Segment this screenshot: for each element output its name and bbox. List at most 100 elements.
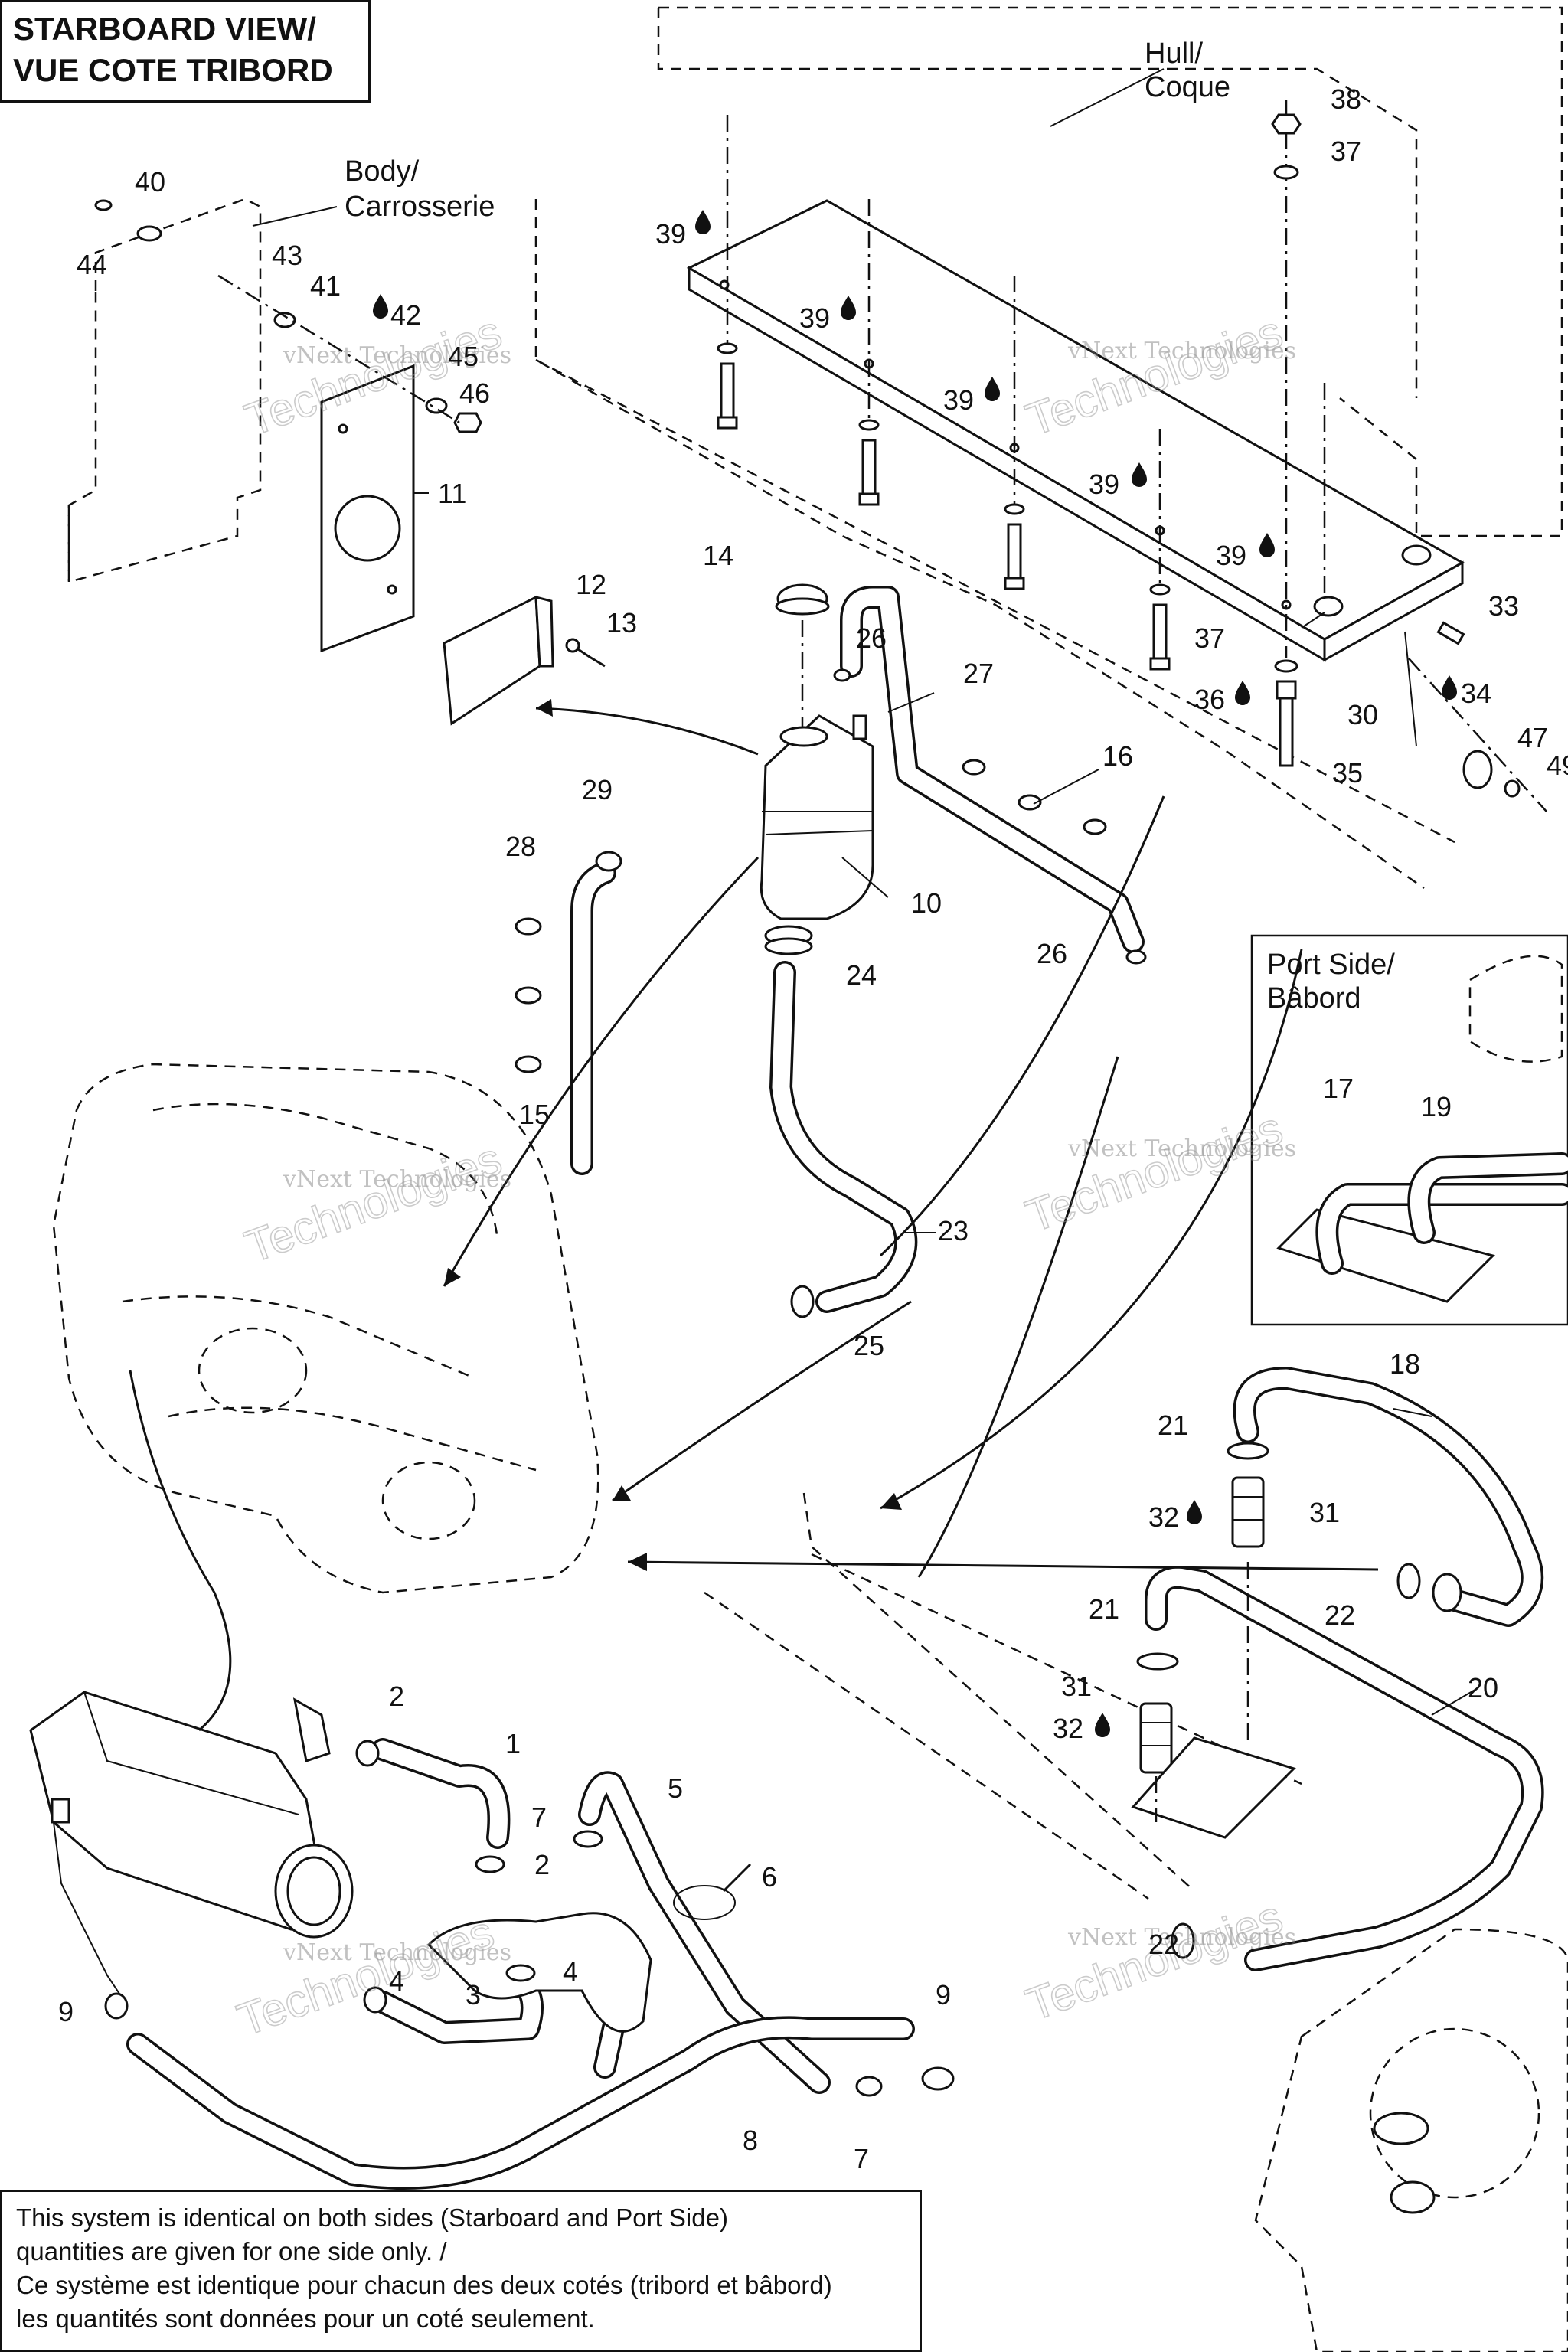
callout-10: 10 (911, 887, 942, 919)
callout-2: 2 (389, 1681, 404, 1712)
callout-7: 7 (854, 2143, 869, 2174)
watermark-text: vNext Technologies (283, 1166, 511, 1193)
callout-9: 9 (58, 1996, 74, 2027)
view-title-fr: VUE COTE TRIBORD (13, 52, 333, 88)
callout-1: 1 (505, 1728, 521, 1759)
callout-7: 7 (531, 1802, 547, 1833)
callout-22: 22 (1148, 1929, 1179, 1960)
watermark-text: vNext Technologies (283, 342, 511, 369)
callout-18: 18 (1390, 1348, 1420, 1380)
callout-46: 46 (459, 377, 490, 409)
clamps-21-22 (1136, 1442, 1462, 1959)
watermark-outline: Technologies (1020, 1102, 1289, 1242)
floor-outline (704, 1492, 1302, 1900)
liquid-drop-icon (985, 377, 1000, 401)
engine-block (52, 1063, 599, 1594)
callouts: 38 37 39 39 39 39 39 33 37 34 36 30 35 4… (58, 83, 1568, 2174)
liquid-drop-icon (1259, 533, 1275, 557)
callout-25: 25 (854, 1330, 884, 1361)
callout-12: 12 (576, 569, 606, 600)
callout-42: 42 (390, 299, 421, 331)
bracket-11 (320, 364, 415, 653)
callout-40: 40 (135, 166, 165, 198)
bracket-12 (443, 595, 554, 726)
watermark-outline: Technologies (239, 1132, 508, 1272)
liquid-drop-icon (1442, 675, 1457, 700)
callout-39: 39 (799, 302, 830, 334)
callout-14: 14 (703, 540, 733, 571)
clamp-29 (595, 851, 622, 872)
callout-34: 34 (1461, 678, 1491, 709)
callout-9: 9 (936, 1979, 951, 2011)
body-panel-outline (67, 198, 262, 583)
callout-39: 39 (655, 218, 686, 250)
label-body-fr: Carrosserie (345, 191, 495, 223)
note-line-1: This system is identical on both sides (… (16, 2203, 728, 2232)
leader-lines (252, 68, 1478, 1716)
label-hull-en: Hull/ (1145, 38, 1203, 70)
flow-arrows (129, 699, 1379, 1732)
callout-13: 13 (606, 607, 637, 639)
watermark-text: vNext Technologies (283, 1939, 511, 1966)
port-side-inset (1250, 934, 1568, 1326)
exhaust-manifold (29, 1690, 354, 1999)
label-hull-fr: Coque (1145, 71, 1230, 103)
callout-20: 20 (1468, 1672, 1498, 1704)
elbow-fitting (292, 1697, 331, 1762)
fittings-31 (1139, 1476, 1265, 1774)
callout-26: 26 (856, 622, 887, 654)
clamps-26 (833, 668, 1147, 965)
callout-15: 15 (519, 1099, 550, 1130)
callout-26: 26 (1037, 938, 1067, 969)
reservoir-10 (760, 714, 874, 920)
callout-21: 21 (1158, 1410, 1188, 1441)
callout-19: 19 (1421, 1091, 1452, 1122)
liquid-drop-icon (1235, 681, 1250, 705)
callout-29: 29 (582, 774, 612, 805)
callout-31: 31 (1061, 1671, 1092, 1702)
clamp-25 (790, 1285, 815, 1318)
liquid-drop-icon (841, 296, 856, 320)
view-title-box: STARBOARD VIEW/ VUE COTE TRIBORD (0, 0, 371, 103)
callout-35: 35 (1332, 757, 1363, 789)
clips-16 (962, 759, 1107, 835)
note-line-4: les quantités sont données pour un coté … (16, 2305, 595, 2333)
jet-pump-housing (1254, 1928, 1568, 2352)
watermark-text: vNext Technologies (1067, 1924, 1296, 1951)
clips-15 (514, 917, 542, 1073)
callout-38: 38 (1331, 83, 1361, 115)
callout-11: 11 (438, 478, 466, 509)
callout-24: 24 (846, 959, 877, 991)
note-line-3: Ce système est identique pour chacun des… (16, 2271, 832, 2299)
callout-33: 33 (1488, 590, 1519, 622)
label-body-en: Body/ (345, 155, 420, 188)
hardware-40-46 (94, 199, 482, 433)
callout-39: 39 (1216, 540, 1246, 571)
nut-38-washer-37 (1271, 113, 1302, 180)
floor-plate (1131, 1562, 1296, 1839)
callout-4: 4 (563, 1956, 578, 1988)
watermark-text: vNext Technologies (1067, 338, 1296, 364)
liquid-drop-icon (1187, 1500, 1202, 1524)
liquid-drop-icon (373, 294, 388, 318)
callout-27: 27 (963, 658, 994, 689)
spacer-47 (1408, 658, 1547, 812)
mounting-plate-30 (686, 199, 1465, 662)
liquid-drop-icon (695, 210, 710, 234)
callout-44: 44 (77, 249, 107, 280)
callout-31: 31 (1309, 1497, 1340, 1528)
callout-16: 16 (1102, 740, 1133, 772)
callout-49: 49 (1547, 750, 1568, 781)
callout-2: 2 (534, 1849, 550, 1880)
clamp-24 (764, 925, 813, 956)
note-line-2: quantities are given for one side only. … (16, 2237, 447, 2265)
liquid-drop-icon (1095, 1713, 1110, 1737)
callout-22: 22 (1325, 1599, 1355, 1631)
callout-30: 30 (1348, 699, 1378, 730)
callout-41: 41 (310, 270, 341, 302)
callout-32: 32 (1053, 1713, 1083, 1744)
hull-outline (534, 6, 1563, 890)
clip-13 (565, 638, 606, 668)
label-port-en: Port Side/ (1267, 949, 1395, 981)
